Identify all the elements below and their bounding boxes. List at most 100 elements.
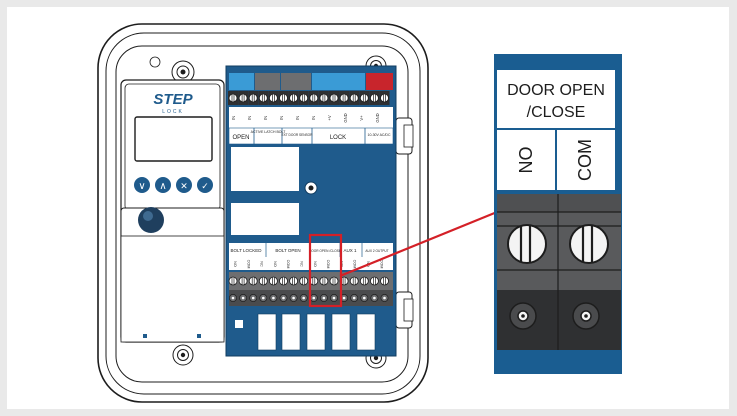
detail-title-line2: /CLOSE xyxy=(527,104,586,121)
bottom-pin-label: NC xyxy=(300,261,304,267)
terminal-screw xyxy=(299,276,309,286)
top-pin-label: +V xyxy=(327,115,332,120)
terminal-screw xyxy=(238,276,248,286)
bottom-pin-label: COM xyxy=(326,260,330,269)
control-module: STEP LOCK ∨ ∧ ✕ ✓ xyxy=(120,79,225,343)
top-pin-label: IN xyxy=(295,116,300,120)
terminal-screw xyxy=(359,276,369,286)
terminal-screw xyxy=(380,276,389,286)
screw-post-bottom-left xyxy=(172,344,194,366)
detail-pin-no: NO xyxy=(516,147,536,174)
top-terminal-row xyxy=(228,91,390,105)
terminal-block-red xyxy=(366,73,393,90)
terminal-screw xyxy=(278,91,289,105)
terminal-screw xyxy=(319,276,329,286)
wire-entry xyxy=(370,294,379,302)
terminal-screw xyxy=(359,91,370,105)
check-icon: ✓ xyxy=(201,181,209,191)
small-component xyxy=(235,320,243,328)
detail-wire-entry-com xyxy=(572,302,600,330)
brand-logo: STEP xyxy=(153,91,193,108)
top-pin-label: V+ xyxy=(359,115,364,121)
wire-entry xyxy=(289,294,298,302)
nav-down-button[interactable]: ∨ xyxy=(134,177,150,193)
wire-entry xyxy=(330,294,338,302)
group-label-ext-door-sensor: EXT DOOR SENSOR xyxy=(282,133,314,137)
terminal-screw xyxy=(258,91,269,105)
wire-entry xyxy=(279,294,288,302)
bottom-group-label: BOLT LOCKED xyxy=(230,248,262,253)
terminal-screw xyxy=(379,91,390,105)
wire-entry xyxy=(249,294,258,302)
top-pin-label: GND xyxy=(343,113,348,122)
terminal-screw xyxy=(349,91,360,105)
top-pin-label: GND xyxy=(375,113,380,122)
detail-screw-com xyxy=(569,224,609,264)
wire-entry xyxy=(309,294,318,302)
terminal-screw xyxy=(349,276,359,286)
top-pin-label: IN xyxy=(279,116,284,120)
wire-entry xyxy=(269,294,278,302)
top-pin-label: IN xyxy=(231,116,236,120)
detail-wire-entry-no xyxy=(509,302,537,330)
relay xyxy=(281,313,301,351)
bottom-group-label: AUX 1 xyxy=(343,248,357,253)
terminal-screw xyxy=(248,276,258,286)
wire-entry xyxy=(259,294,268,302)
terminal-screw xyxy=(369,91,380,105)
relay xyxy=(306,313,326,351)
bottom-pin-label: COM xyxy=(246,260,250,269)
group-label-active-latch-bolt: ACTIVE LATCH BOLT xyxy=(251,130,287,134)
terminal-screw xyxy=(318,91,329,105)
terminal-block-gray xyxy=(255,73,280,90)
nav-up-button[interactable]: ∧ xyxy=(155,177,171,193)
nav-cancel-button[interactable]: ✕ xyxy=(176,177,192,193)
group-label-lock: LOCK xyxy=(330,135,346,141)
detail-panel: DOOR OPEN /CLOSE NO COM xyxy=(494,54,622,374)
bottom-pin-label: NO xyxy=(313,261,317,267)
terminal-screw xyxy=(268,276,278,286)
bottom-pin-label: NO xyxy=(273,261,277,267)
chevron-up-icon: ∧ xyxy=(159,181,166,192)
terminal-screw xyxy=(289,276,299,286)
bottom-pin-label: COM xyxy=(353,260,357,269)
wire-entry xyxy=(360,294,369,302)
group-label-power: 10-30V AC/DC xyxy=(368,133,391,137)
wire-entry xyxy=(380,294,389,302)
terminal-block-blue xyxy=(229,73,254,90)
wire-entry xyxy=(350,294,359,302)
label-pad xyxy=(231,203,299,235)
nav-confirm-button[interactable]: ✓ xyxy=(197,177,213,193)
bottom-terminal-row-lower xyxy=(229,294,389,302)
terminal-screw xyxy=(288,91,299,105)
chevron-down-icon: ∨ xyxy=(138,181,145,192)
top-pin-label: IN xyxy=(311,116,316,120)
bottom-group-label: BOLT OPEN xyxy=(275,248,300,253)
relay xyxy=(331,313,351,351)
bottom-pin-label: COM xyxy=(286,260,290,269)
close-icon: ✕ xyxy=(180,181,188,191)
brand-sublogo: LOCK xyxy=(162,109,184,115)
terminal-screw xyxy=(268,91,279,105)
detail-screw-no xyxy=(507,224,547,264)
terminal-screw xyxy=(279,276,288,286)
terminal-screw xyxy=(228,91,238,105)
terminal-block-gray xyxy=(281,73,311,90)
terminal-screw xyxy=(329,91,339,105)
terminal-screw xyxy=(248,91,259,105)
detail-title-line1: DOOR OPEN xyxy=(507,82,605,99)
wire-entry xyxy=(319,294,328,302)
group-label-open: OPEN xyxy=(232,135,249,141)
terminal-screw xyxy=(298,91,309,105)
bottom-pin-label: NO xyxy=(233,261,237,267)
relay xyxy=(257,313,277,351)
detail-pin-com: COM xyxy=(575,139,595,181)
terminal-screw xyxy=(339,91,350,105)
wire-entry xyxy=(239,294,248,302)
label-pad xyxy=(231,147,299,191)
terminal-screw xyxy=(308,91,319,105)
top-pin-label: IN xyxy=(263,116,268,120)
